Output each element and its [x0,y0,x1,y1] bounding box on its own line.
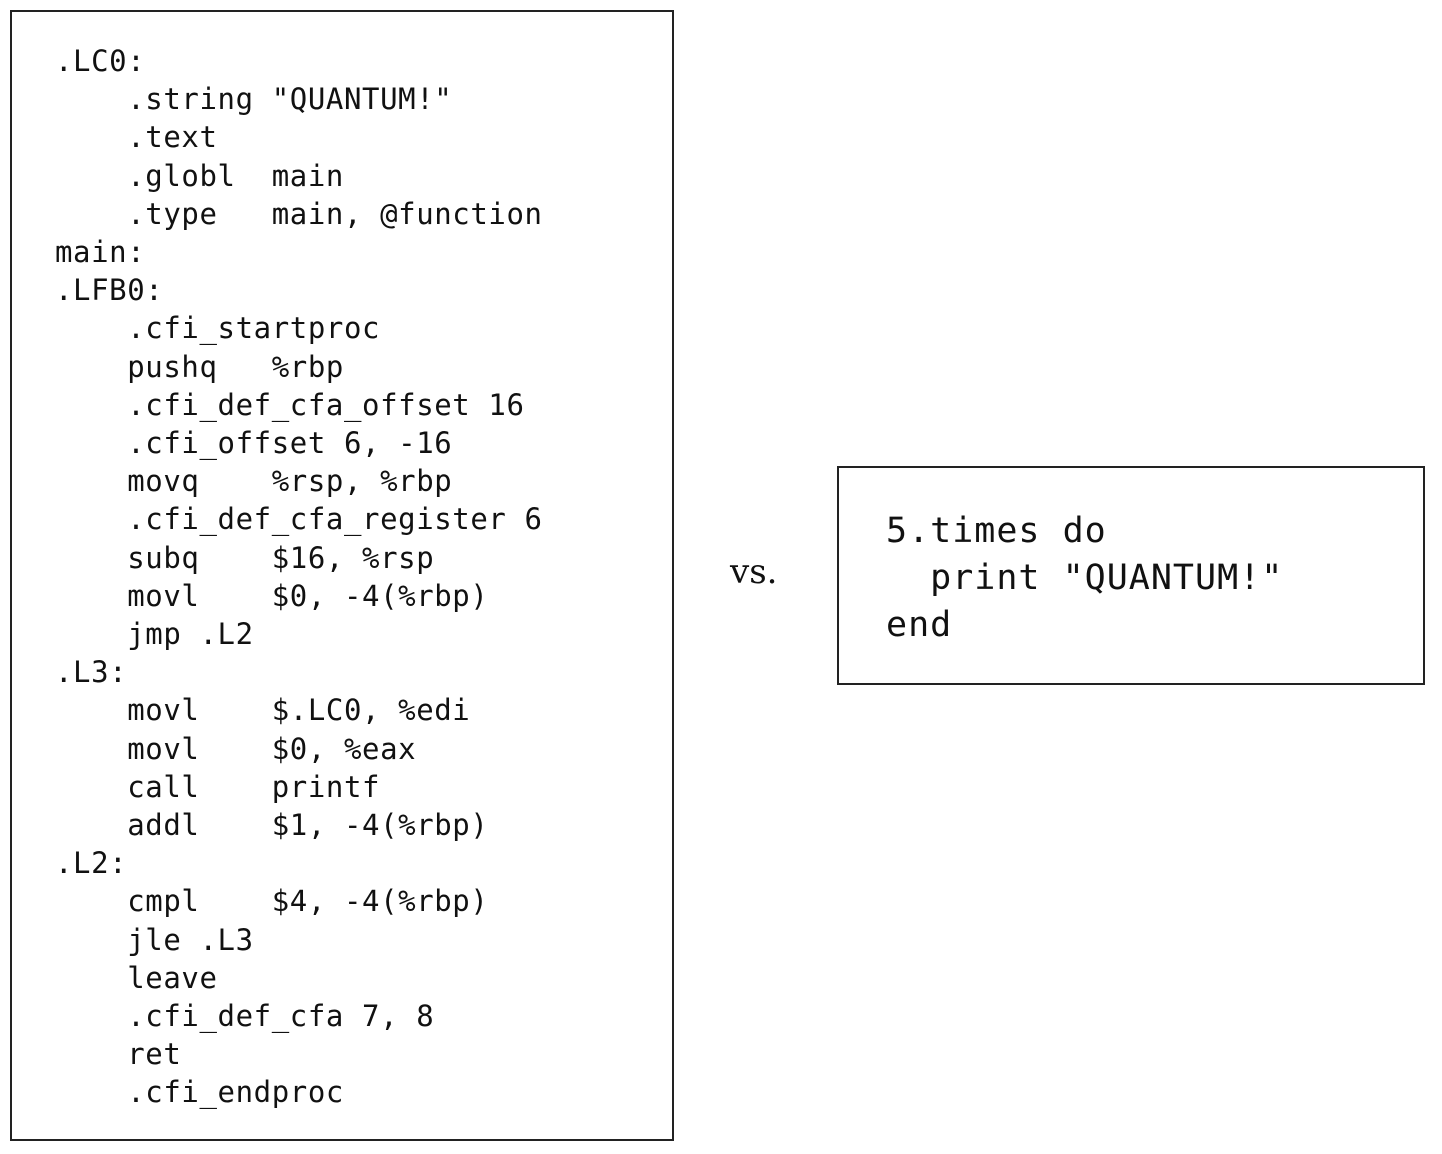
code-line: .cfi_def_cfa_offset 16 [55,387,525,422]
assembly-code-box: .LC0: .string "QUANTUM!" .text .globl ma… [10,10,674,1141]
code-line: .LFB0: [55,273,164,308]
code-line: print "QUANTUM!" [886,558,1284,598]
code-line: movl $0, -4(%rbp) [55,578,489,613]
code-line: end [886,605,953,645]
code-line: movq %rsp, %rbp [55,464,453,499]
vs-label: vs. [730,552,778,592]
code-line: call printf [55,769,381,804]
assembly-code: .LC0: .string "QUANTUM!" .text .globl ma… [55,42,543,1112]
code-line: .cfi_offset 6, -16 [55,426,453,461]
code-line: .L2: [55,846,128,881]
code-line: leave [55,960,218,995]
code-line: .cfi_def_cfa_register 6 [55,502,543,537]
code-line: .string "QUANTUM!" [55,82,453,117]
code-line: .cfi_endproc [55,1075,344,1110]
code-line: jmp .L2 [55,617,254,652]
code-line: .type main, @function [55,196,543,231]
code-line: .cfi_def_cfa 7, 8 [55,999,435,1034]
code-line: jle .L3 [55,922,254,957]
code-line: ret [55,1037,182,1072]
code-line: .L3: [55,655,128,690]
code-line: movl $.LC0, %edi [55,693,471,728]
code-line: cmpl $4, -4(%rbp) [55,884,489,919]
code-line: .globl main [55,158,344,193]
ruby-code-box: 5.times do print "QUANTUM!" end [837,466,1425,685]
code-line: pushq %rbp [55,349,344,384]
code-line: .cfi_startproc [55,311,381,346]
code-line: subq $16, %rsp [55,540,435,575]
code-line: movl $0, %eax [55,731,417,766]
code-line: main: [55,235,146,270]
code-line: .text [55,120,218,155]
code-line: 5.times do [886,511,1107,551]
code-line: .LC0: [55,44,146,78]
ruby-code: 5.times do print "QUANTUM!" end [886,508,1283,649]
code-line: addl $1, -4(%rbp) [55,808,489,843]
